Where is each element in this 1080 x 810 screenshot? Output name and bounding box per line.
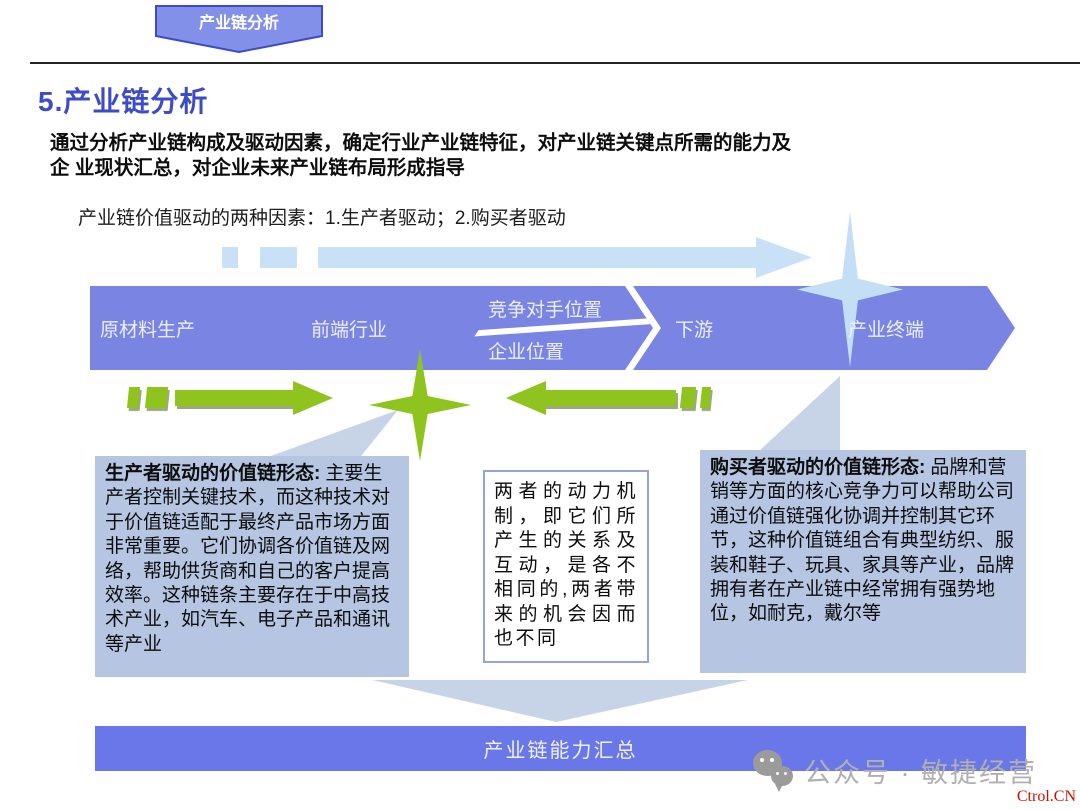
stage-label: 下游: [675, 319, 714, 341]
buyer-panel-body: 品牌和营销等方面的核心竞争力可以帮助公司通过价值链强化协调并控制其它环节，这种价…: [710, 457, 1015, 625]
flow-arrow-head-icon: [756, 237, 812, 278]
stage-label: 前端行业: [311, 319, 388, 341]
buyer-panel: 购买者驱动的价值链形态:品牌和营销等方面的核心竞争力可以帮助公司通过价值链强化协…: [700, 450, 1026, 673]
producer-callout-pointer: [268, 410, 398, 457]
chevron-stage-position: 竞争对手位置 企业位置: [452, 286, 653, 370]
summary-down-pointer: [372, 680, 748, 722]
watermark-text: 公众号 · 敏捷经营: [804, 758, 1037, 788]
flow-arrow-dash: [260, 247, 297, 268]
buyer-arrow-head-icon: [506, 381, 546, 415]
buyer-arrow-bar: [544, 390, 676, 406]
interaction-panel: 两者的动力机制，即它们所产生的关系及互动，是各不相同的,两者带来的机会因而也不同: [483, 470, 649, 663]
producer-arrow-head-icon: [293, 381, 333, 415]
banner-label: 产业链分析: [199, 13, 279, 32]
buyer-panel-heading: 购买者驱动的价值链形态:: [710, 457, 926, 478]
producer-panel-body: 主要生产者控制关键技术，而这种技术对于价值链适配于最终产品市场方面非常重要。它们…: [105, 463, 391, 655]
wechat-icon: [753, 750, 799, 794]
wechat-bubble-tail: [775, 784, 783, 792]
stage-label: 原材料生产: [100, 319, 196, 341]
intro-text: 通过分析产业链构成及驱动因素，确定行业产业链特征，对产业链关键点所需的能力及 企…: [50, 132, 792, 179]
drivers-note: 产业链价值驱动的两种因素：1.生产者驱动；2.购买者驱动: [78, 208, 566, 229]
producer-panel: 生产者驱动的价值链形态:主要生产者控制关键技术，而这种技术对于价值链适配于最终产…: [95, 456, 409, 677]
header-divider: [30, 62, 1080, 64]
capability-summary-label: 产业链能力汇总: [483, 740, 638, 762]
page-title: 5.产业链分析: [38, 86, 209, 117]
company-position-label: 企业位置: [488, 342, 565, 363]
producer-panel-heading: 生产者驱动的价值链形态:: [105, 463, 321, 484]
interaction-panel-body: 两者的动力机制，即它们所产生的关系及互动，是各不相同的,两者带来的机会因而也不同: [494, 481, 638, 649]
industry-terminal-label: 产业终端: [848, 319, 925, 341]
section-banner: 产业链分析: [155, 5, 323, 54]
producer-arrow-dash: [126, 387, 141, 408]
flow-arrow-bar: [318, 247, 758, 268]
capability-summary-bar: 产业链能力汇总: [95, 726, 1026, 771]
brand-footer: Ctrol.CN: [1016, 788, 1076, 805]
buyer-callout-pointer: [758, 376, 840, 452]
producer-arrow-bar: [175, 390, 295, 406]
flow-arrow-dash: [222, 247, 238, 268]
producer-arrow-dash: [144, 387, 169, 408]
competitor-position-label: 竞争对手位置: [488, 300, 603, 321]
banner-pentagon-shape: 产业链分析: [155, 5, 323, 54]
wechat-bubble-small: [771, 766, 793, 786]
chevron-stage-raw-materials: 原材料生产: [90, 286, 301, 370]
buyer-arrow-dash: [699, 387, 712, 408]
buyer-arrow-dash: [679, 387, 697, 408]
